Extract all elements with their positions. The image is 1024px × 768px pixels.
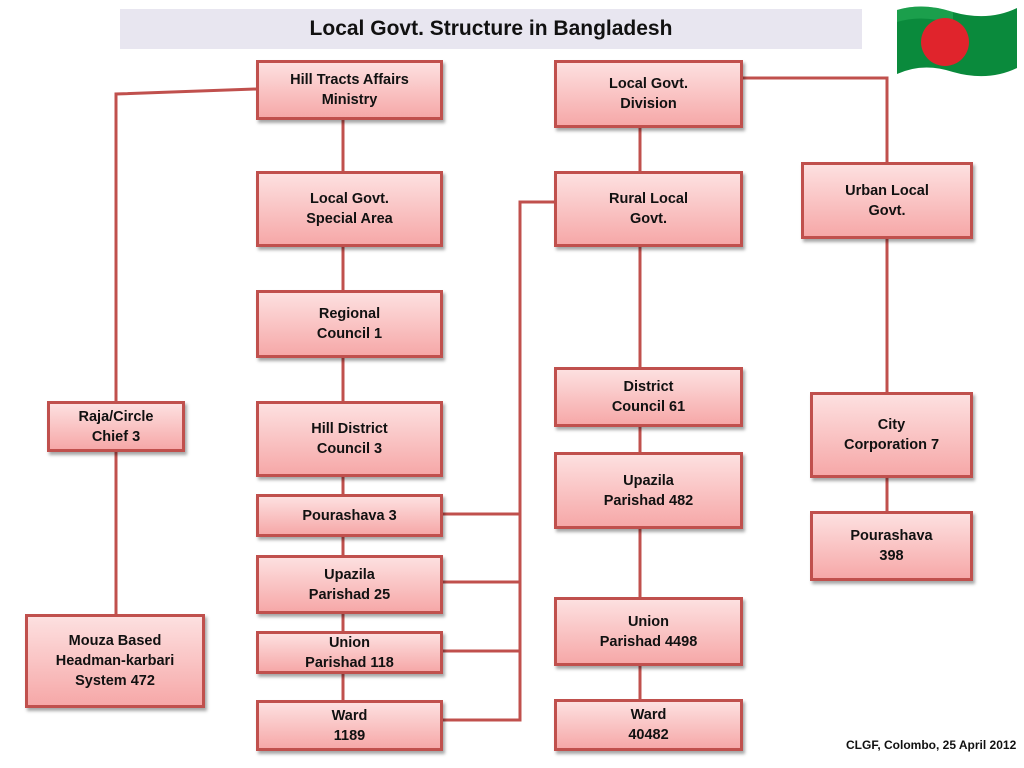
footer-caption: CLGF, Colombo, 25 April 2012 xyxy=(846,738,1017,752)
upazila-parishad-hill-box: Upazila Parishad 25 xyxy=(256,555,443,614)
title-bar: Local Govt. Structure in Bangladesh xyxy=(120,9,862,49)
hill-tracts-affairs-ministry-box: Hill Tracts Affairs Ministry xyxy=(256,60,443,120)
pourashava-hill-box: Pourashava 3 xyxy=(256,494,443,537)
regional-council-box: Regional Council 1 xyxy=(256,290,443,358)
upazila-parishad-rural-box: Upazila Parishad 482 xyxy=(554,452,743,529)
local-govt-special-area-box: Local Govt. Special Area xyxy=(256,171,443,247)
rural-local-govt-box: Rural Local Govt. xyxy=(554,171,743,247)
ward-hill-box: Ward 1189 xyxy=(256,700,443,751)
urban-local-govt-box: Urban Local Govt. xyxy=(801,162,973,239)
page-title: Local Govt. Structure in Bangladesh xyxy=(309,17,673,40)
pourashava-urban-box: Pourashava 398 xyxy=(810,511,973,581)
union-parishad-rural-box: Union Parishad 4498 xyxy=(554,597,743,666)
ward-rural-box: Ward 40482 xyxy=(554,699,743,751)
raja-circle-chief-box: Raja/Circle Chief 3 xyxy=(47,401,185,452)
district-council-box: District Council 61 xyxy=(554,367,743,427)
union-parishad-hill-box: Union Parishad 118 xyxy=(256,631,443,674)
local-govt-division-box: Local Govt. Division xyxy=(554,60,743,128)
bangladesh-flag-icon xyxy=(897,6,1017,77)
hill-district-council-box: Hill District Council 3 xyxy=(256,401,443,477)
mouza-headman-box: Mouza Based Headman-karbari System 472 xyxy=(25,614,205,708)
city-corporation-box: City Corporation 7 xyxy=(810,392,973,478)
